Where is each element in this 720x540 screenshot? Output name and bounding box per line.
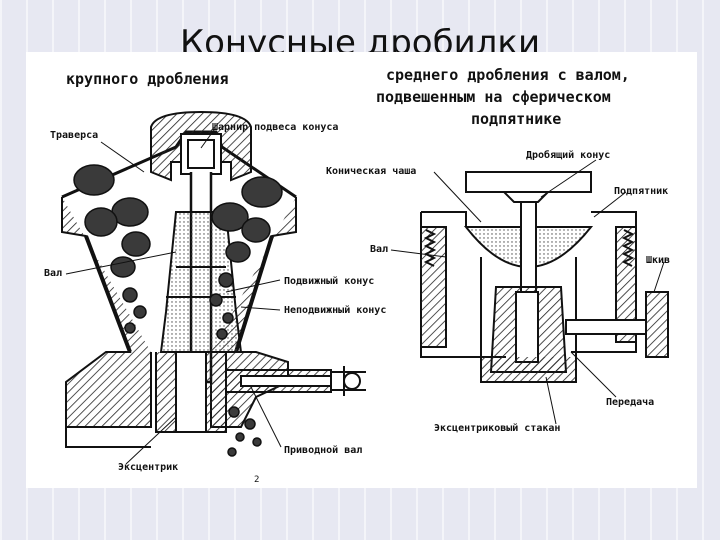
fixed-cone-liner — [84, 235, 274, 353]
spring-right — [621, 229, 635, 267]
label-hinge: Шарнир подвеса конуса — [212, 122, 339, 133]
drive-pulley — [343, 372, 361, 390]
crusher-diagram: крупного дробления среднего дробления с … — [26, 52, 697, 488]
label-shaft-right: Вал — [370, 244, 389, 255]
diagram-drawing — [61, 110, 669, 465]
hopper-top — [465, 171, 592, 193]
casing-left — [61, 197, 152, 428]
label-thrust-bearing: Подпятник — [614, 186, 669, 197]
thrust-bearing — [501, 191, 551, 203]
label-gear: Передача — [606, 397, 655, 408]
label-drive-shaft: Приводной вал — [284, 445, 363, 456]
label-crushing-cone: Дробящий конус — [526, 150, 611, 161]
spring-left — [423, 229, 437, 267]
label-conical-bowl: Коническая чаша — [326, 166, 417, 177]
label-traverse: Траверса — [50, 130, 99, 141]
label-eccentric-cup: Эксцентриковый стакан — [434, 423, 561, 434]
label-pulley: Шкив — [646, 255, 671, 266]
medium-crusher-subtitle-line1: среднего дробления с валом, — [386, 66, 630, 84]
label-moving-cone: Подвижный конус — [284, 276, 375, 287]
label-eccentric: Эксцентрик — [118, 462, 179, 473]
leader-lines-right — [390, 159, 665, 425]
rock-pieces — [73, 164, 283, 457]
leader-lines-left — [65, 129, 282, 465]
medium-crusher-subtitle-line3: подпятнике — [471, 110, 562, 128]
page-mark: 2 — [254, 475, 260, 485]
large-crusher-subtitle: крупного дробления — [66, 70, 229, 88]
pulley — [645, 291, 669, 358]
large-crusher-drawing — [61, 110, 366, 448]
medium-crusher-drawing — [420, 171, 669, 383]
label-fixed-cone: Неподвижный конус — [284, 305, 387, 316]
label-shaft-left: Вал — [44, 268, 63, 279]
medium-crusher-subtitle-line2: подвешенным на сферическом — [376, 88, 611, 106]
